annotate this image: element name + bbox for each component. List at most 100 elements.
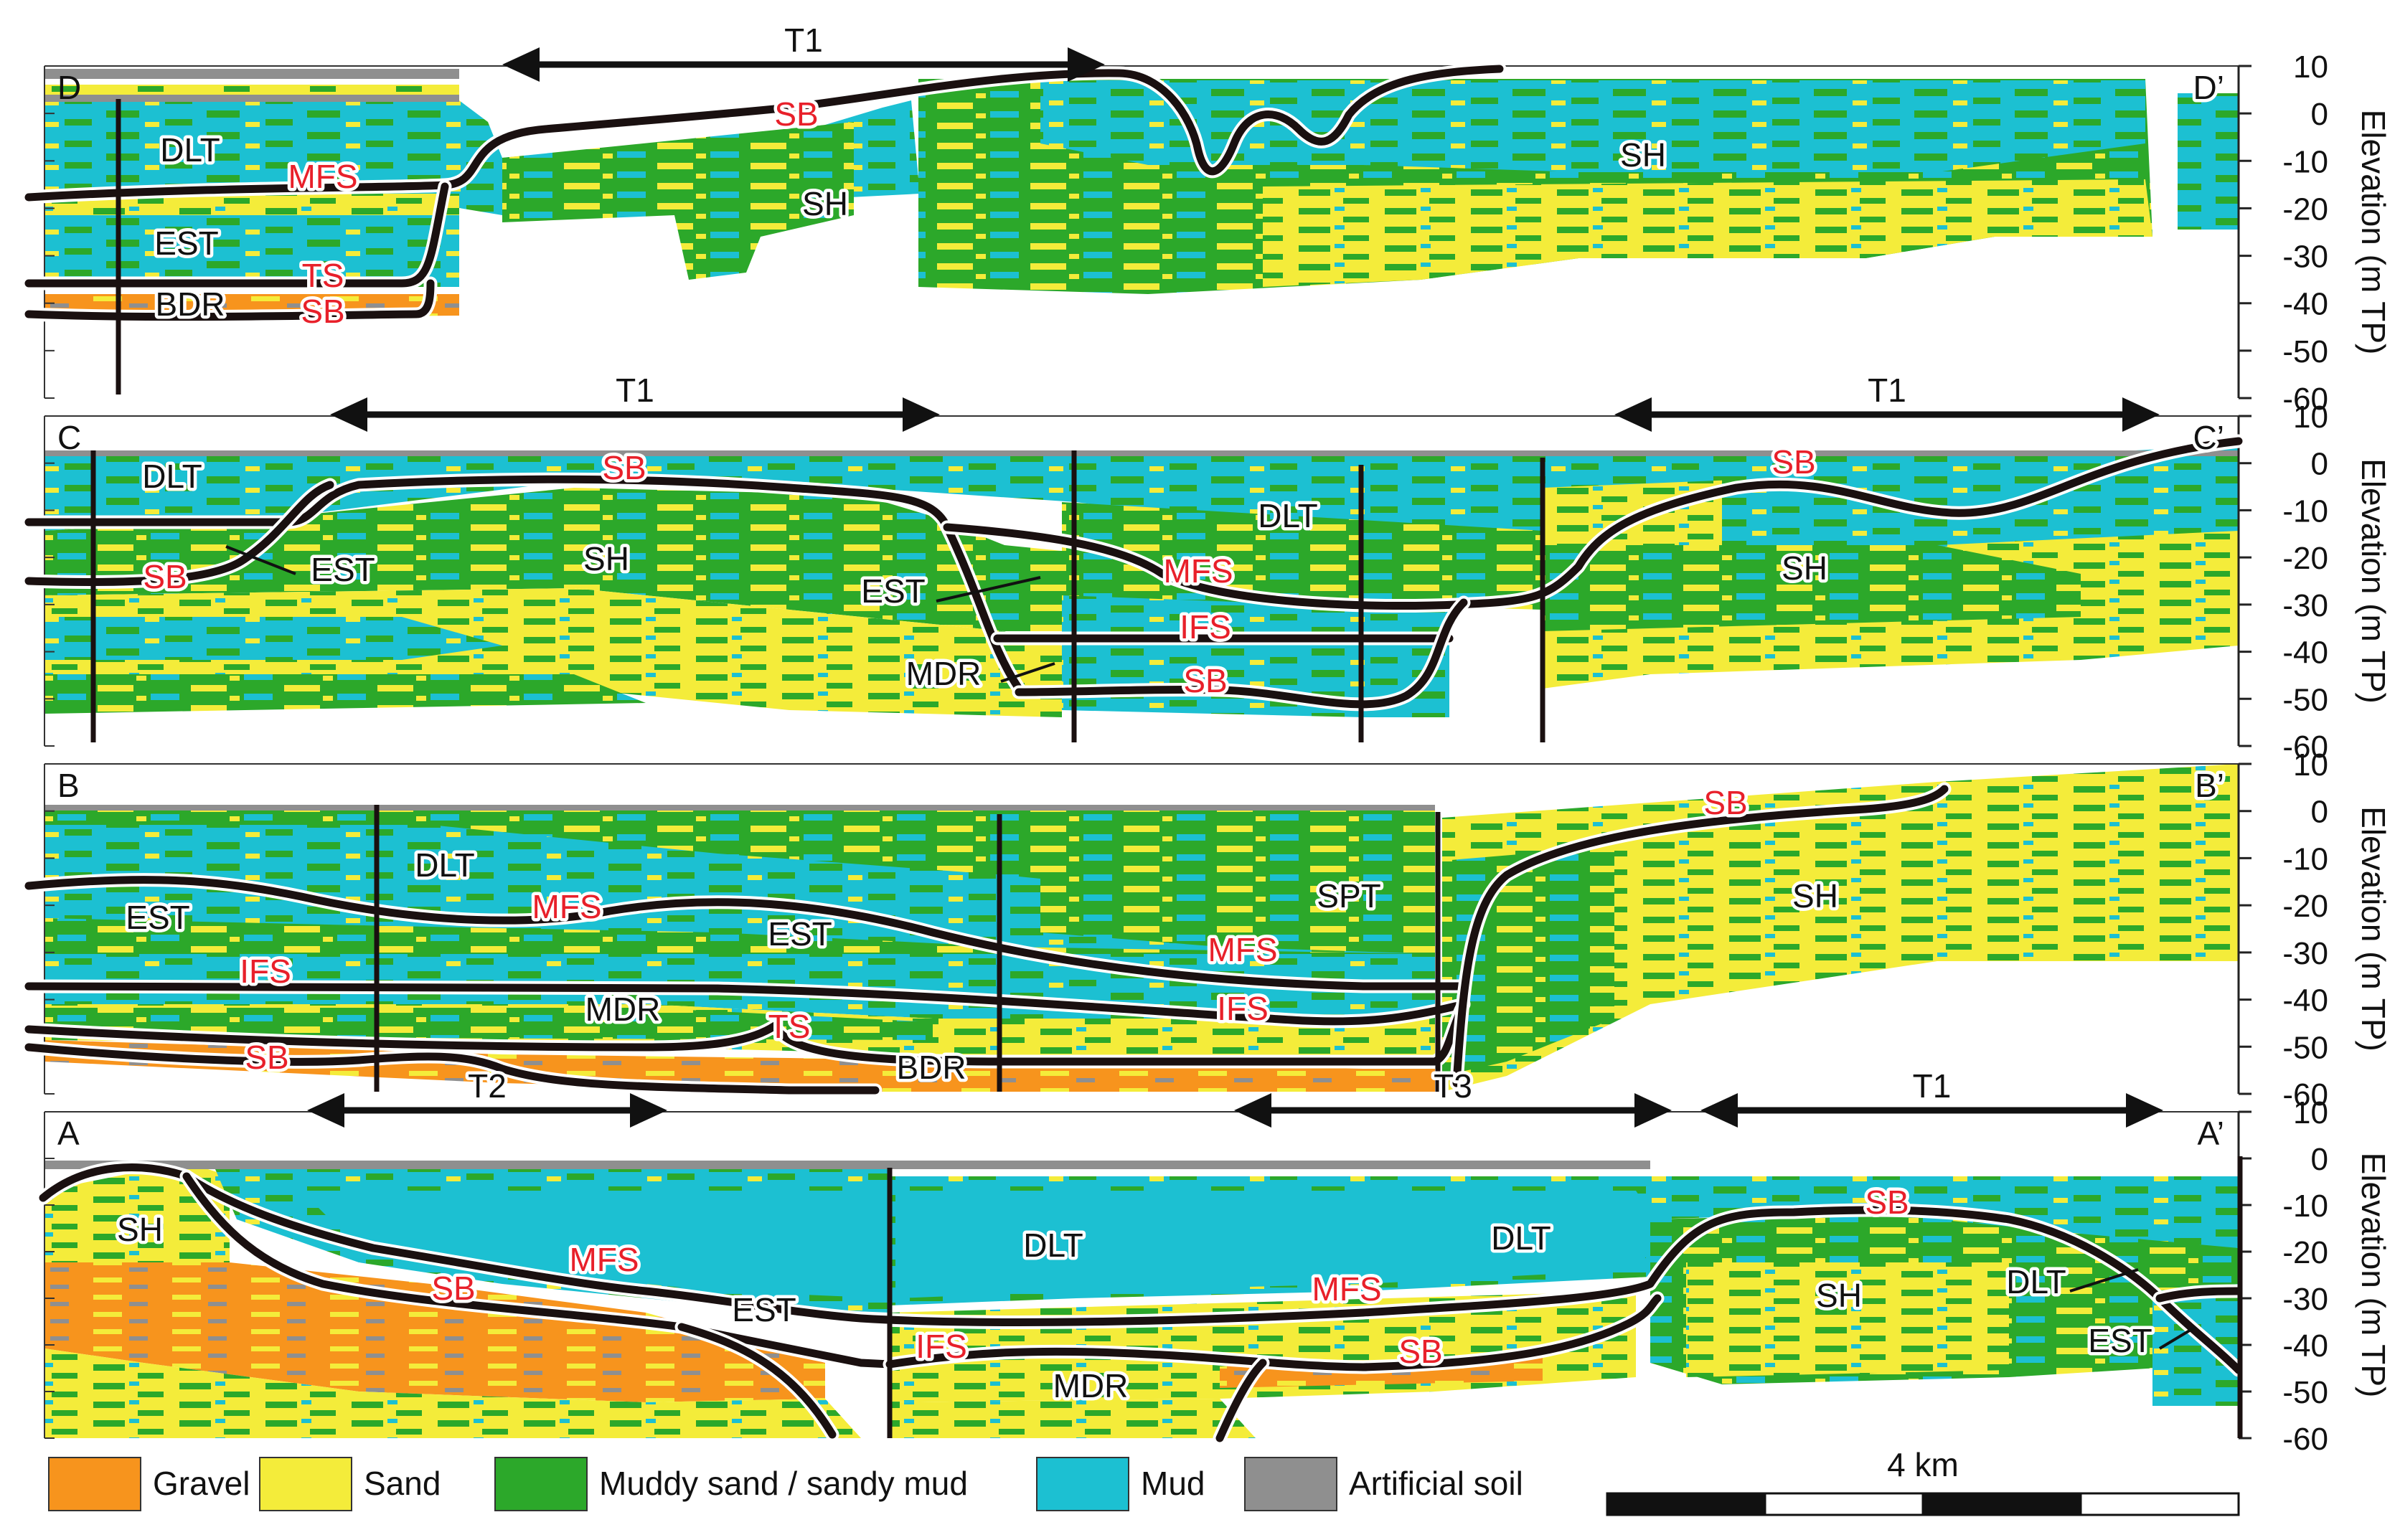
surface-label: SB	[245, 1039, 288, 1076]
unit-label: DLT	[2006, 1263, 2066, 1300]
arrowhead-left	[502, 47, 540, 82]
surface-label: SB	[1771, 443, 1815, 481]
surface-label: TS	[302, 257, 344, 294]
axis-tick-label: 10	[2293, 1095, 2328, 1130]
arrowhead-left	[1700, 1093, 1738, 1128]
axis-tick-label: -40	[2282, 1328, 2328, 1364]
arrowhead-right	[903, 397, 940, 432]
lithology-layer	[890, 1399, 1256, 1438]
stratigraphic-boundary	[24, 475, 1023, 693]
surface-label: TS	[768, 1008, 811, 1045]
unit-label: SH	[1782, 549, 1827, 587]
stratigraphic-boundary	[677, 1323, 837, 1439]
axis-tick-label: -30	[2282, 588, 2328, 623]
unit-label: DLT	[160, 131, 220, 169]
arrowhead-right	[1068, 47, 1105, 82]
surface-label: SB	[143, 558, 187, 595]
arrowhead-right	[630, 1093, 667, 1128]
lithology-layer	[44, 95, 459, 102]
panel-C-layers	[44, 445, 2239, 717]
arrowhead-left	[307, 1093, 344, 1128]
stratigraphic-boundary	[24, 182, 449, 288]
axis-tick-label: -30	[2282, 240, 2328, 275]
axis-tick-label: -60	[2282, 729, 2328, 765]
unit-label: MDR	[1053, 1367, 1129, 1404]
lithology-layer	[44, 805, 1435, 811]
axis-tick-label: -10	[2282, 493, 2328, 529]
axis-tick-label: -50	[2282, 1375, 2328, 1410]
axis-tick-label: -10	[2282, 841, 2328, 877]
stratigraphic-boundary	[2155, 1287, 2243, 1303]
unit-label: EST	[154, 225, 218, 262]
arrow-label: T1	[616, 372, 654, 409]
lithology-layer	[44, 69, 459, 79]
legend-label: Gravel	[153, 1465, 250, 1502]
axis-tick-label: -20	[2282, 889, 2328, 924]
scale-bar: 4 km	[1606, 1446, 2240, 1516]
stratigraphic-boundary	[885, 1294, 1662, 1371]
legend-label: Sand	[364, 1465, 441, 1502]
axis-title: Elevation (m TP)	[2355, 458, 2392, 704]
unit-label: DLT	[1491, 1219, 1551, 1257]
arrowhead-right	[2122, 397, 2160, 432]
section-range-arrow: T1	[1614, 369, 2160, 432]
lithology-layer	[1543, 545, 2081, 631]
arrowhead-right	[2126, 1093, 2163, 1128]
section-range-arrow: T1	[330, 369, 940, 432]
surface-label: SB	[301, 293, 344, 330]
section-right-label: A’	[2198, 1115, 2225, 1152]
lithology-layer	[502, 122, 854, 280]
arrow-label: T1	[1913, 1067, 1952, 1105]
legend-item: Sand	[259, 1457, 441, 1511]
axis-tick-label: -10	[2282, 144, 2328, 179]
panel-D-boundaries	[22, 62, 1507, 324]
scale-bar-segment	[1764, 1492, 1924, 1516]
axis-tick-label: 10	[2293, 400, 2328, 435]
unit-label: SH	[1816, 1277, 1862, 1314]
section-range-arrow: T1	[1700, 1064, 2163, 1128]
surface-label: IFS	[1217, 990, 1269, 1027]
surface-label: MFS	[288, 158, 357, 195]
surface-label: IFS	[1180, 608, 1231, 646]
legend-item: Gravel	[48, 1457, 250, 1511]
axis-tick-label: 0	[2311, 795, 2328, 830]
label-leader	[1000, 662, 1055, 683]
legend-swatch	[1244, 1457, 1337, 1511]
section-range-arrow: T2	[307, 1064, 667, 1128]
unit-label: EST	[2088, 1322, 2152, 1359]
lithology-layer	[1263, 179, 2152, 287]
section-range-arrow: T1	[502, 19, 1105, 82]
scale-bar-segment	[2079, 1492, 2240, 1516]
legend-label: Mud	[1141, 1465, 1205, 1502]
axis-tick-label: -40	[2282, 983, 2328, 1019]
axis-tick-label: -20	[2282, 192, 2328, 227]
lithology-layer	[44, 1161, 1650, 1169]
lithology-layer	[44, 215, 459, 280]
lithology-layer	[2178, 93, 2239, 230]
axis-tick-label: -20	[2282, 1235, 2328, 1270]
lithology-layer	[44, 617, 502, 660]
lithology-layer	[1040, 80, 2145, 172]
arrow-label: T2	[468, 1067, 507, 1105]
axis-tick-label: -30	[2282, 1282, 2328, 1317]
legend-swatch	[1036, 1457, 1129, 1511]
surface-label: SB	[1865, 1184, 1909, 1221]
unit-label: SH	[1620, 136, 1666, 174]
axis-tick-label: -50	[2282, 334, 2328, 369]
axis-tick-label: 0	[2311, 447, 2328, 482]
stratigraphic-boundary	[39, 1163, 2243, 1374]
panel-B-boundaries	[22, 782, 1952, 1097]
panel-D-layers	[44, 69, 2239, 319]
lithology-layer	[44, 450, 2239, 456]
unit-label: BDR	[896, 1049, 966, 1086]
unit-label: MDR	[906, 655, 982, 692]
arrowhead-left	[1234, 1093, 1271, 1128]
surface-label: MFS	[569, 1241, 639, 1278]
axis-tick-label: -40	[2282, 287, 2328, 322]
